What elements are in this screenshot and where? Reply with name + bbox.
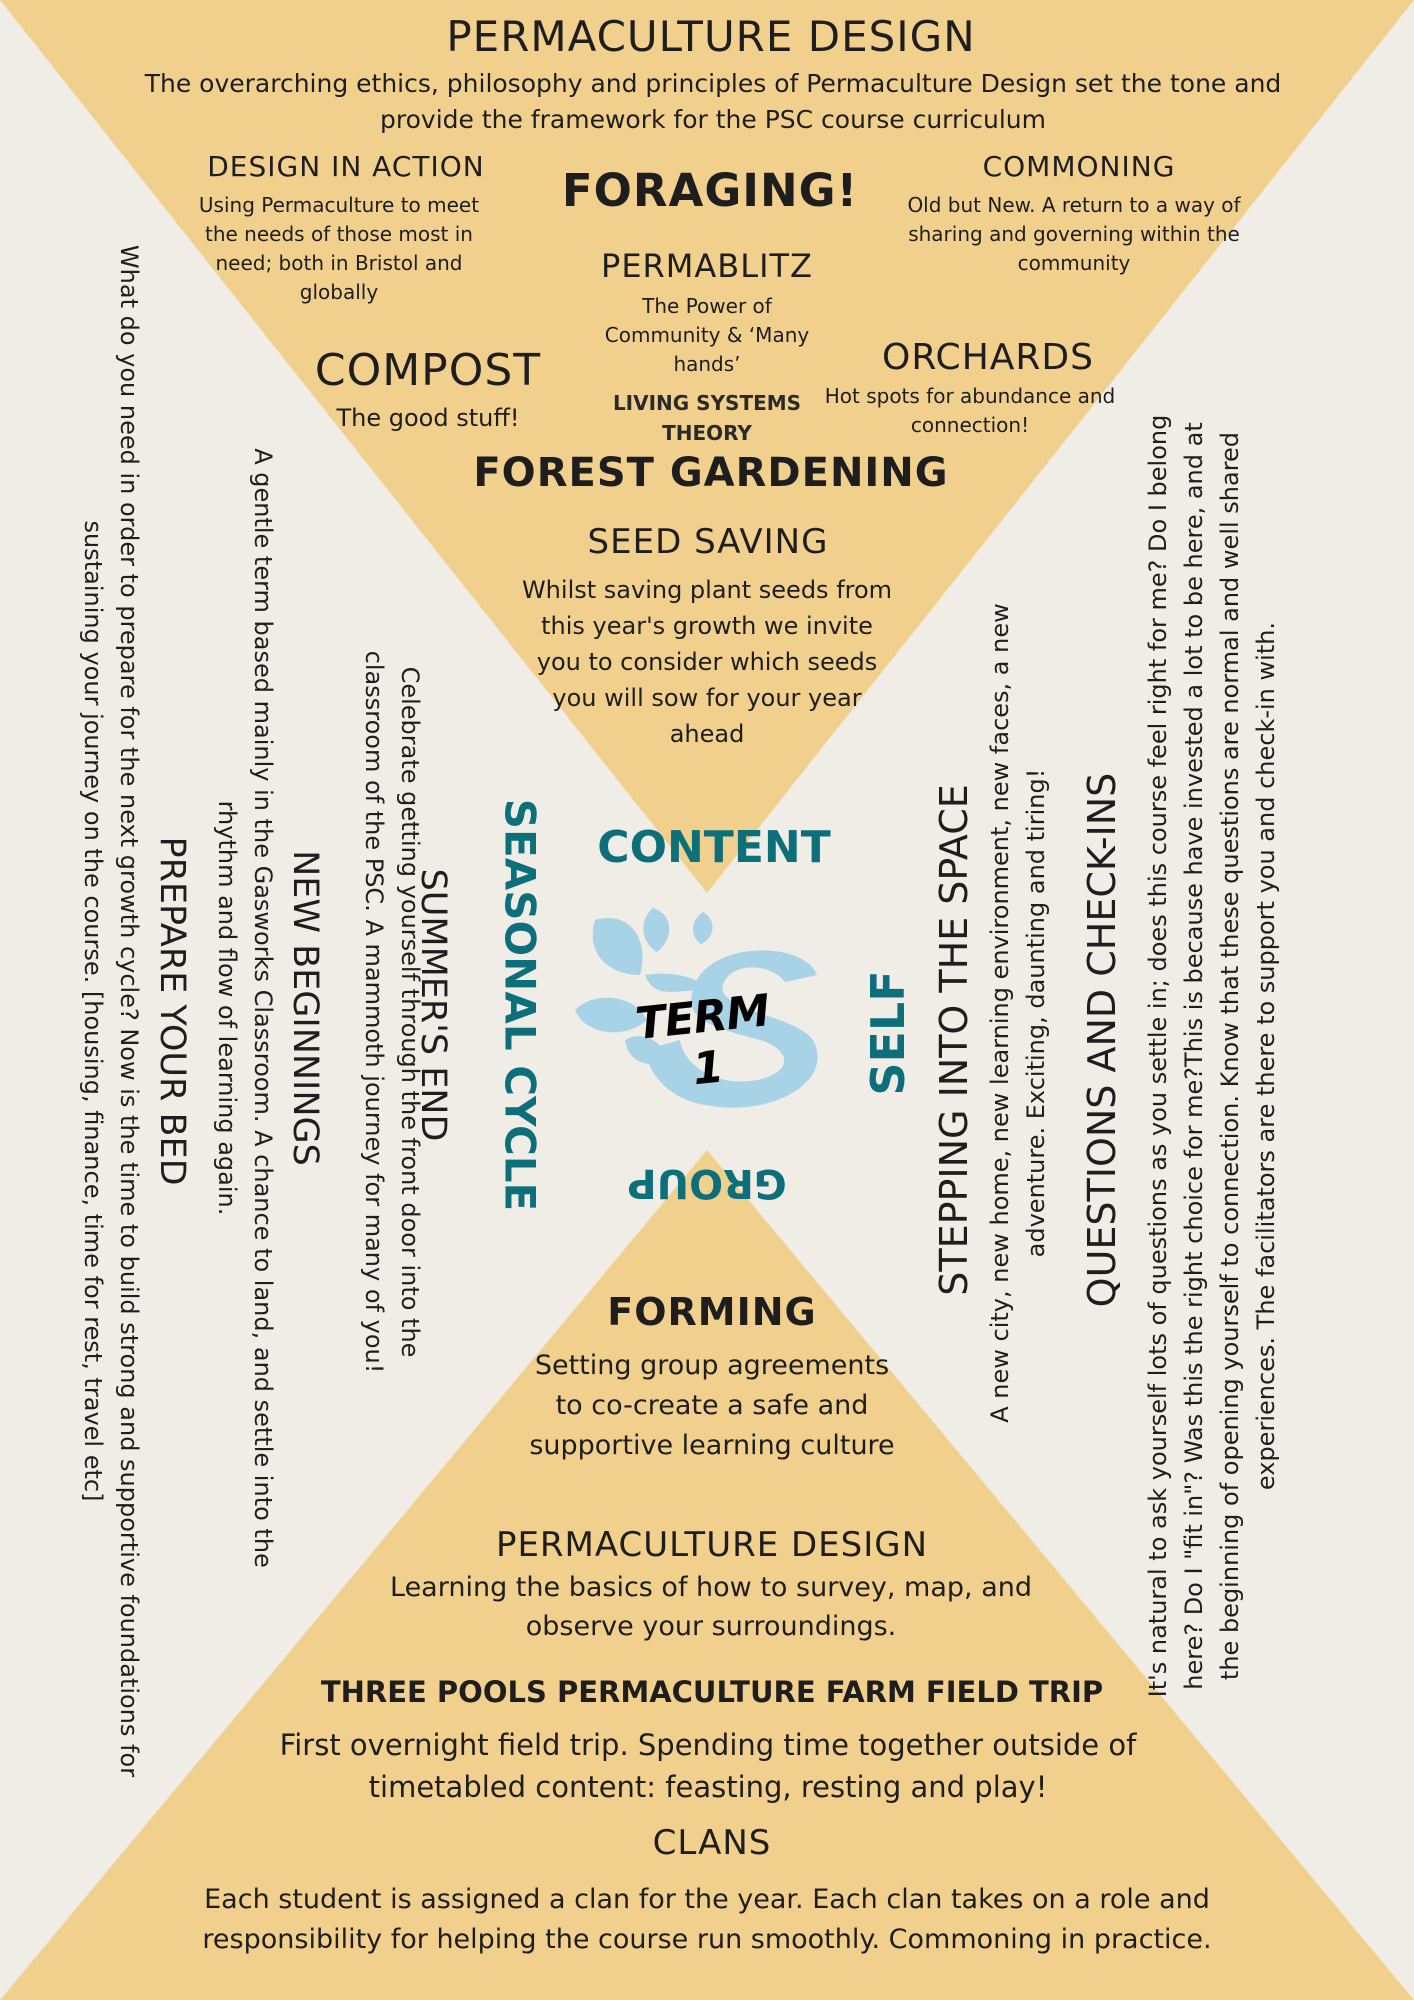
three-pools-text: First overnight field trip. Spending tim… xyxy=(279,1728,1137,1804)
permaculture-bottom-text: Learning the basics of how to survey, ma… xyxy=(390,1572,1032,1642)
permaculture-bottom-title: PERMACULTURE DESIGN xyxy=(495,1525,929,1565)
clans-text: Each student is assigned a clan for the … xyxy=(202,1884,1212,1955)
permablitz-title: PERMABLITZ xyxy=(601,247,813,285)
content-label: CONTENT xyxy=(597,822,831,873)
forming-title: FORMING xyxy=(607,1290,817,1334)
bottom-triangle xyxy=(0,1150,1414,2000)
top-intro: The overarching ethics, philosophy and p… xyxy=(144,69,1282,134)
stepping-text: A new city, new home, new learning envir… xyxy=(986,603,1050,1423)
seed-saving-text: Whilst saving plant seeds from this year… xyxy=(521,576,893,748)
new-beginnings-title: NEW BEGINNINGS xyxy=(285,850,325,1166)
commoning-title: COMMONING xyxy=(982,150,1176,183)
seasonal-cycle-label: SEASONAL CYCLE xyxy=(495,798,545,1212)
prepare-bed-title: PREPARE YOUR BED xyxy=(152,836,192,1186)
forest-gardening-title: FOREST GARDENING xyxy=(473,450,949,496)
orchards-title: ORCHARDS xyxy=(882,337,1094,378)
questions-text: It's natural to ask yourself lots of que… xyxy=(1144,414,1280,1698)
term-logo-text: TERM 1 xyxy=(633,985,772,1096)
commoning-text: Old but New. A return to a way of sharin… xyxy=(907,193,1241,275)
stepping-title: STEPPING INTO THE SPACE xyxy=(932,784,976,1296)
top-title: PERMACULTURE DESIGN xyxy=(446,12,976,61)
design-in-action-title: DESIGN IN ACTION xyxy=(207,150,485,183)
prepare-bed-text: What do you need in order to prepare for… xyxy=(79,244,143,1778)
term-logo xyxy=(575,908,818,1108)
compost-title: COMPOST xyxy=(314,345,542,396)
permablitz-text: The Power of Community & ‘Many hands’ xyxy=(604,294,810,376)
design-in-action-text: Using Permaculture to meet the needs of … xyxy=(198,193,480,304)
seed-saving-title: SEED SAVING xyxy=(587,522,829,562)
group-label: GROUP xyxy=(627,1160,787,1206)
summers-end-text: Celebrate getting yourself through the f… xyxy=(360,650,424,1374)
clans-title: CLANS xyxy=(652,1823,772,1863)
new-beginnings-text: A gentle term based mainly in the Gaswor… xyxy=(213,448,277,1568)
self-label: SELF xyxy=(861,970,915,1096)
living-systems-title: LIVING SYSTEMS THEORY xyxy=(612,391,802,445)
questions-title: QUESTIONS AND CHECK-INS xyxy=(1080,772,1124,1308)
compost-text: The good stuff! xyxy=(336,404,520,432)
three-pools-title: THREE POOLS PERMACULTURE FARM FIELD TRIP xyxy=(320,1675,1104,1709)
forming-text: Setting group agreements to co-create a … xyxy=(529,1350,895,1461)
top-triangle xyxy=(0,0,1414,893)
orchards-text: Hot spots for abundance and connection! xyxy=(824,384,1116,437)
foraging-title: FORAGING! xyxy=(561,164,859,217)
